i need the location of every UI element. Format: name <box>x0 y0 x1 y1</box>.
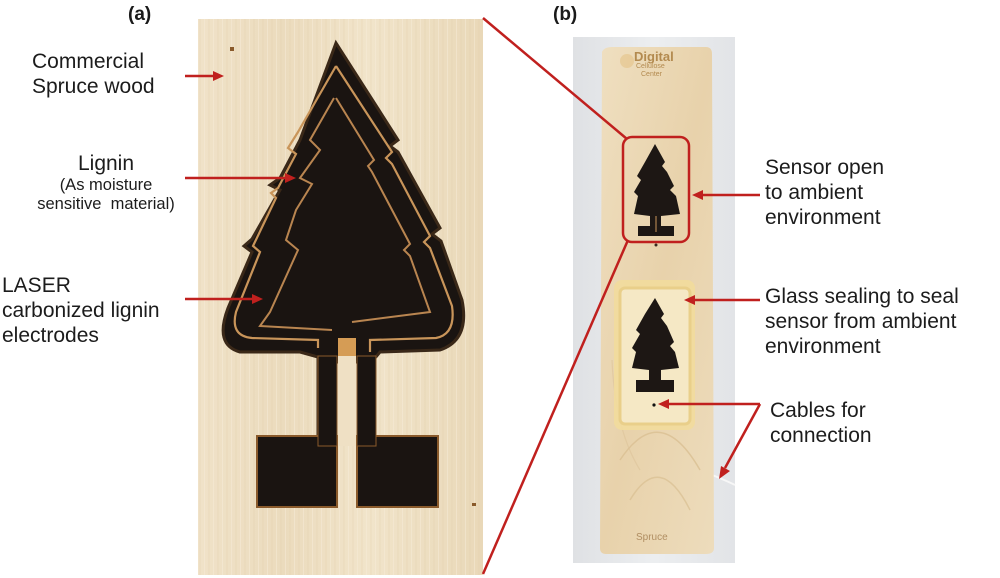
label-cables: Cables for connection <box>770 399 872 447</box>
arrow-wood <box>185 71 224 81</box>
label-laser-carbonized-electrodes: LASER carbonized lignin electrodes <box>2 274 160 347</box>
label-commercial-spruce-wood: Commercial Spruce wood <box>32 50 155 98</box>
glass-sealed-sensor <box>614 280 695 430</box>
board-logo-cellulose: Cellulose <box>636 63 665 70</box>
zoom-connector-bottom <box>481 239 630 575</box>
arrow-lignin <box>185 173 296 183</box>
label-lignin: Lignin (As moisture sensitive material) <box>37 152 175 213</box>
panel-a-tag: (a) <box>128 4 152 25</box>
label-sensor-open: Sensor open to ambient environment <box>765 156 885 229</box>
device-photo <box>573 37 736 563</box>
tree-sensor-closeup <box>221 39 466 508</box>
arrow-cables <box>658 399 762 479</box>
open-sensor-highlight-box <box>621 135 691 244</box>
zoom-connector-top <box>482 17 628 140</box>
board-footer-spruce: Spruce <box>636 532 668 543</box>
label-glass-sealing: Glass sealing to seal sensor from ambien… <box>765 285 959 358</box>
open-sensor-tree <box>634 144 680 247</box>
arrow-electrodes <box>185 294 263 304</box>
board-logo-digital: Digital <box>634 49 674 64</box>
arrow-glass-sealing <box>684 295 760 305</box>
arrow-open-sensor <box>692 190 760 200</box>
panel-b-tag: (b) <box>553 4 578 25</box>
board-logo-center: Center <box>641 71 663 78</box>
